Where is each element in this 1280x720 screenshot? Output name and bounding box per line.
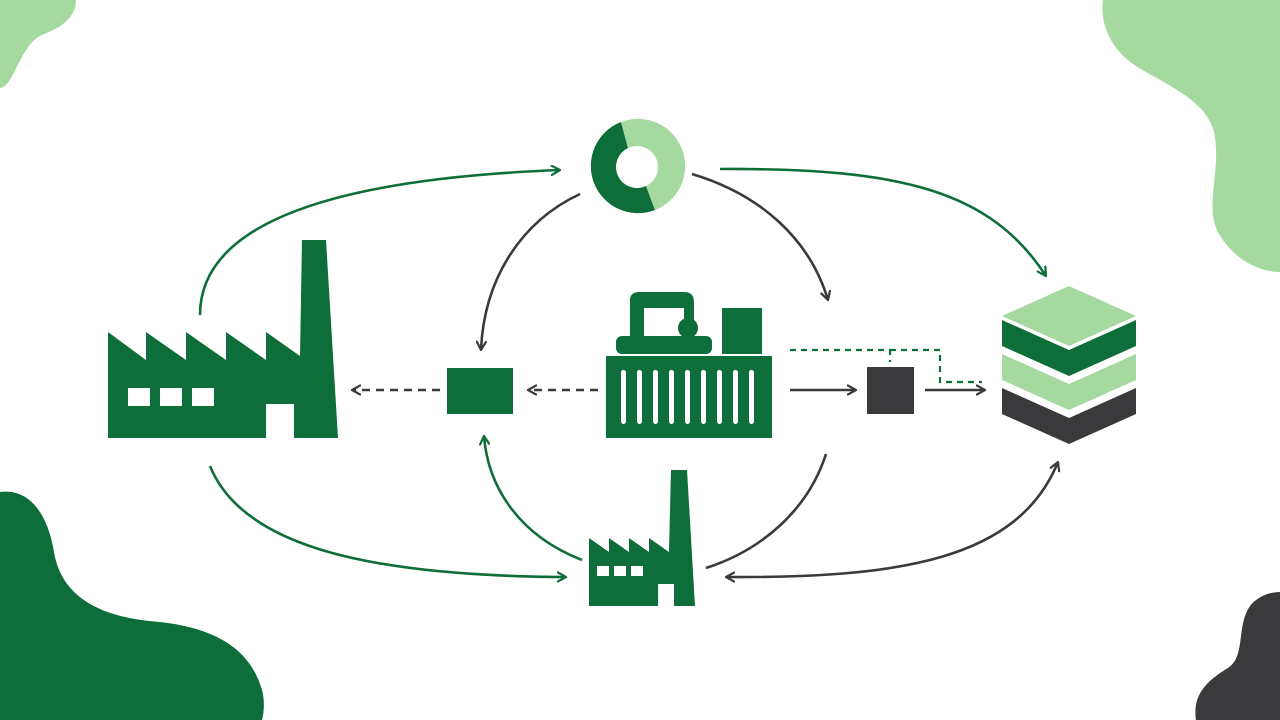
arrow-ring-to-stack xyxy=(719,167,1046,276)
industrial-machine-icon xyxy=(606,292,772,438)
corner-blob-top-right xyxy=(1102,0,1280,272)
corner-blob-bottom-left xyxy=(0,491,264,720)
arrow-ring-to-green-block xyxy=(481,192,581,350)
arrow-factory-to-small-factory xyxy=(208,465,566,577)
large-factory-icon xyxy=(108,240,338,438)
green-block-icon xyxy=(447,368,513,414)
dark-block-icon xyxy=(867,367,914,414)
flow-arrows xyxy=(198,167,1058,577)
corner-blob-bottom-right xyxy=(1195,592,1280,720)
corner-blob-top-left xyxy=(0,0,76,88)
arrow-stack-to-small-factory xyxy=(726,462,1058,577)
arrow-factory-to-ring xyxy=(198,170,560,316)
layered-stack-icon xyxy=(1002,286,1136,444)
arrow-machine-to-small-factory xyxy=(705,453,828,570)
arrow-machine-to-stack-dashed xyxy=(790,348,982,384)
donut-chart-icon xyxy=(590,118,686,214)
arrow-ring-to-machine xyxy=(691,172,828,300)
arrow-small-factory-to-green-block xyxy=(484,436,583,562)
small-factory-icon xyxy=(589,470,695,606)
